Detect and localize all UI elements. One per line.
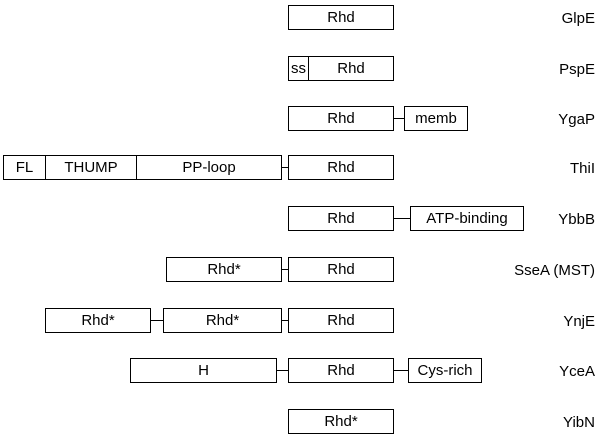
domain-label: Rhd (327, 312, 355, 329)
domain-label: PP-loop (182, 159, 236, 176)
domain-label: THUMP (64, 159, 118, 176)
domain-box-memb: memb (404, 106, 468, 131)
domain-label: Cys-rich (417, 362, 473, 379)
protein-name: YgaP (558, 111, 595, 128)
domain-box-rhd: Rhd (288, 257, 394, 282)
protein-name: SseA (MST) (514, 262, 595, 279)
domain-box-rhd-star: Rhd* (163, 308, 282, 333)
domain-box-rhd: Rhd (288, 358, 394, 383)
domain-label: Rhd (337, 60, 365, 77)
domain-linker (282, 320, 288, 321)
domain-box-fl-thump-pploop: FL THUMP PP-loop (3, 155, 282, 180)
domain-label: Rhd* (205, 312, 240, 329)
domain-segment-ss: ss (289, 57, 309, 80)
domain-label: Rhd* (324, 413, 358, 430)
domain-label: Rhd (327, 9, 355, 26)
domain-box-rhd-star: Rhd* (166, 257, 282, 282)
domain-box-atp-binding: ATP-binding (410, 206, 524, 231)
domain-box-rhd: Rhd (288, 106, 394, 131)
domain-box-rhd-star: Rhd* (45, 308, 151, 333)
protein-name: ThiI (569, 160, 595, 177)
domain-label: FL (15, 159, 34, 176)
domain-box-rhd-star: Rhd* (288, 409, 394, 434)
domain-label: ATP-binding (426, 210, 508, 227)
domain-linker (282, 167, 288, 168)
domain-linker (282, 269, 288, 270)
domain-segment-thump: THUMP (46, 156, 137, 179)
domain-box-cys-rich: Cys-rich (408, 358, 482, 383)
domain-box-ss-rhd: ss Rhd (288, 56, 394, 81)
domain-box-rhd: Rhd (288, 308, 394, 333)
protein-name: YbbB (558, 211, 595, 228)
domain-linker (394, 218, 410, 219)
domain-segment-fl: FL (4, 156, 46, 179)
domain-linker (394, 118, 404, 119)
domain-label: Rhd (327, 210, 355, 227)
domain-label: Rhd* (81, 312, 115, 329)
domain-box-rhd: Rhd (288, 5, 394, 30)
domain-segment-pploop: PP-loop (137, 156, 281, 179)
domain-segment-rhd: Rhd (309, 57, 393, 80)
domain-box-h: H (130, 358, 277, 383)
protein-name: PspE (559, 61, 595, 78)
domain-label: Rhd (327, 362, 355, 379)
domain-label: Rhd* (207, 261, 241, 278)
domain-label: H (198, 362, 209, 379)
protein-name: YnjE (563, 313, 595, 330)
protein-name: YceA (559, 363, 595, 380)
protein-name: GlpE (561, 10, 595, 27)
domain-box-rhd: Rhd (288, 155, 394, 180)
domain-label: ss (291, 60, 306, 77)
domain-label: Rhd (327, 110, 355, 127)
domain-label: Rhd (327, 261, 355, 278)
domain-linker (277, 370, 288, 371)
domain-label: memb (415, 110, 457, 127)
domain-linker (394, 370, 408, 371)
domain-linker (151, 320, 163, 321)
domain-box-rhd: Rhd (288, 206, 394, 231)
domain-label: Rhd (327, 159, 355, 176)
protein-name: YibN (563, 414, 595, 431)
